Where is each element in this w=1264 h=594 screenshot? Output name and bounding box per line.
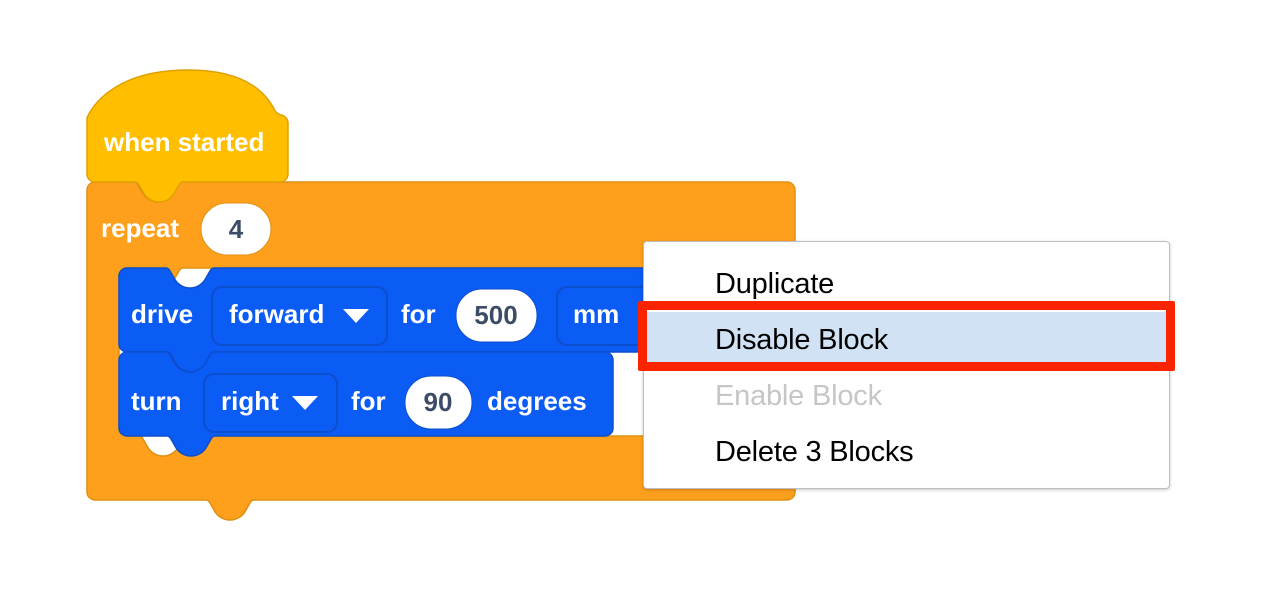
drive-direction-value: forward <box>229 299 324 329</box>
block-context-menu[interactable]: Duplicate Disable Block Enable Block Del… <box>643 241 1170 489</box>
block-when-started[interactable]: when started <box>86 69 289 203</box>
turn-label: turn <box>131 386 182 416</box>
turn-angle-value: 90 <box>424 387 453 417</box>
turn-direction-value: right <box>221 386 279 416</box>
drive-direction-dropdown[interactable]: forward <box>211 286 388 346</box>
repeat-count-value: 4 <box>229 214 244 244</box>
drive-direction-dropdown-bg[interactable] <box>211 286 388 346</box>
drive-unit-value: mm <box>573 299 619 329</box>
menu-item-delete-blocks[interactable]: Delete 3 Blocks <box>715 435 914 468</box>
drive-distance-field-bg[interactable] <box>455 288 538 343</box>
menu-item-enable-block: Enable Block <box>715 379 882 412</box>
menu-item-disable-block[interactable]: Disable Block <box>645 312 1170 368</box>
drive-distance-field[interactable]: 500 <box>455 288 538 343</box>
drive-connector-label: for <box>401 299 436 329</box>
drive-label: drive <box>131 299 193 329</box>
turn-angle-field-bg[interactable] <box>404 375 473 430</box>
block-turn[interactable]: turn right for 90 degrees <box>118 351 614 457</box>
when-started-block-shape[interactable] <box>86 69 289 203</box>
turn-direction-dropdown-bg[interactable] <box>203 373 338 433</box>
turn-angle-field[interactable]: 90 <box>404 375 473 430</box>
drive-distance-value: 500 <box>474 300 517 330</box>
turn-unit-label: degrees <box>487 386 587 416</box>
repeat-label: repeat <box>101 213 179 243</box>
repeat-count-field[interactable]: 4 <box>200 202 272 256</box>
menu-item-duplicate[interactable]: Duplicate <box>715 267 835 300</box>
chevron-down-icon[interactable] <box>292 396 318 410</box>
when-started-label: when started <box>103 127 264 157</box>
turn-direction-dropdown[interactable]: right <box>203 373 338 433</box>
repeat-count-field-bg[interactable] <box>200 202 272 256</box>
chevron-down-icon[interactable] <box>343 309 369 323</box>
turn-connector-label: for <box>351 386 386 416</box>
